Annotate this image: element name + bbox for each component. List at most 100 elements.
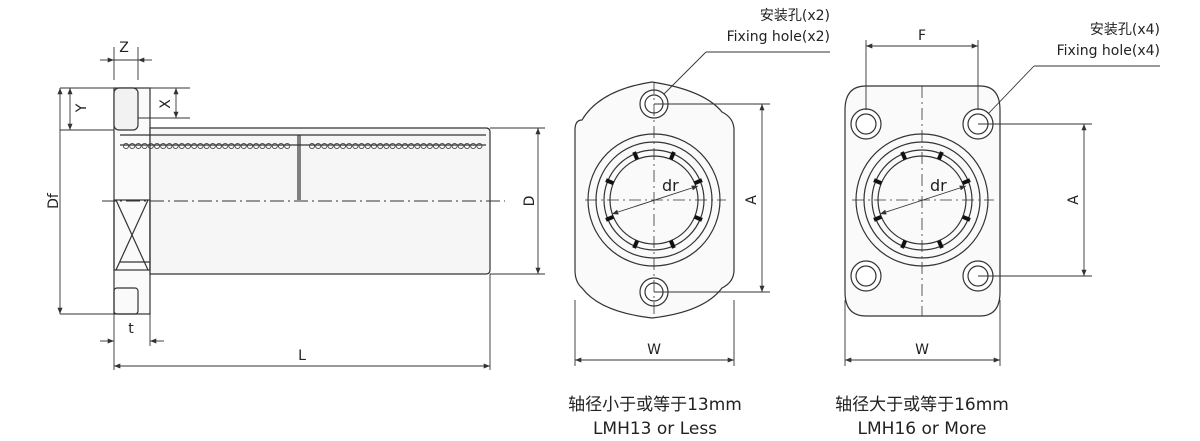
fixing-hole-x4-cn: 安装孔(x4) [1089, 22, 1160, 38]
dim-x: X [158, 99, 174, 109]
ball-track-mark [936, 239, 944, 249]
dim-t: t [128, 321, 134, 337]
ball [377, 142, 384, 150]
ball [160, 142, 167, 150]
ball [439, 142, 446, 150]
ball-track-mark [693, 214, 703, 222]
dim-l: L [298, 348, 306, 364]
dim-w-small: W [647, 342, 661, 358]
caption-small-cn: 轴径小于或等于13mm [568, 395, 742, 415]
ball [215, 142, 223, 150]
ball [253, 142, 260, 150]
ball [197, 142, 204, 150]
ball [476, 142, 483, 150]
ball [265, 142, 272, 150]
four-hole-dimensions [844, 40, 1160, 366]
ball-track-mark [668, 151, 676, 161]
ball [408, 142, 415, 150]
ball-track-mark [961, 214, 971, 222]
ball [122, 142, 130, 150]
ball [339, 142, 347, 150]
ball-track-mark [605, 178, 615, 186]
ball-track-mark [668, 239, 676, 249]
ball [308, 142, 316, 150]
ball [246, 142, 254, 150]
ball [228, 142, 235, 150]
ball [234, 142, 241, 150]
ball [364, 142, 371, 150]
ball [383, 142, 390, 150]
caption-small-shaft: 轴径小于或等于13mm LMH13 or Less [555, 393, 755, 441]
dim-z: Z [119, 40, 129, 56]
fixing-hole-x4-label: 安装孔(x4) Fixing hole(x4) [1010, 20, 1160, 62]
dim-a-large: A [1066, 195, 1082, 205]
ball [172, 142, 179, 150]
ball [414, 142, 421, 150]
caption-large-en: LMH16 or More [857, 419, 987, 439]
ball [178, 142, 185, 150]
ball [470, 142, 477, 150]
ball [259, 142, 266, 150]
ball [184, 142, 192, 150]
ball [315, 142, 322, 150]
ball [141, 142, 148, 150]
ball [370, 142, 378, 150]
side-dimensions [57, 47, 545, 370]
ball [401, 142, 409, 150]
ball [352, 142, 359, 150]
ball [209, 142, 216, 150]
ball [445, 142, 452, 150]
dim-df: Df [46, 192, 62, 209]
ball [432, 142, 440, 150]
ball [277, 142, 285, 150]
ball [333, 142, 340, 150]
ball [327, 142, 334, 150]
ball [457, 142, 464, 150]
fixing-hole-x2-label: 安装孔(x2) Fixing hole(x2) [690, 6, 830, 48]
ball [166, 142, 173, 150]
two-hole-dimensions [574, 51, 830, 366]
ball-track-mark [693, 178, 703, 186]
ball-rows [122, 142, 483, 150]
ball-track-mark [900, 151, 908, 161]
ball [426, 142, 433, 150]
ball [129, 142, 136, 150]
dim-w-large: W [915, 342, 929, 358]
ball [222, 142, 229, 150]
ball [451, 142, 458, 150]
ball [240, 142, 247, 150]
ball [395, 142, 402, 150]
ball-track-mark [900, 239, 908, 249]
ball-track-mark [632, 239, 640, 249]
ball-track-mark [961, 178, 971, 186]
ball [346, 142, 353, 150]
ball [284, 142, 291, 150]
flange-top-cap [113, 87, 139, 131]
dim-dr-large: dr [930, 176, 947, 195]
caption-large-cn: 轴径大于或等于16mm [835, 395, 1009, 415]
ball [203, 142, 210, 150]
fixing-hole-x2-en: Fixing hole(x2) [726, 29, 830, 45]
ball [321, 142, 328, 150]
ball [463, 142, 471, 150]
dim-dr-small: dr [662, 176, 679, 195]
ball-track-mark [605, 214, 615, 222]
dim-y: Y [74, 103, 90, 113]
caption-small-en: LMH13 or Less [592, 419, 718, 439]
caption-large-shaft: 轴径大于或等于16mm LMH16 or More [822, 393, 1022, 441]
front-view-four-hole [844, 85, 1001, 317]
ball [153, 142, 161, 150]
ball-track-mark [873, 214, 883, 222]
ball [358, 142, 365, 150]
ball [191, 142, 198, 150]
ball [420, 142, 427, 150]
fixing-hole-x2-cn: 安装孔(x2) [759, 8, 830, 24]
four-hole-ball-tracks [873, 151, 971, 249]
ball [271, 142, 278, 150]
dim-d: D [522, 196, 538, 207]
ball [389, 142, 396, 150]
two-hole-ball-tracks [605, 151, 703, 249]
dim-f: F [918, 28, 926, 44]
ball-track-mark [936, 151, 944, 161]
